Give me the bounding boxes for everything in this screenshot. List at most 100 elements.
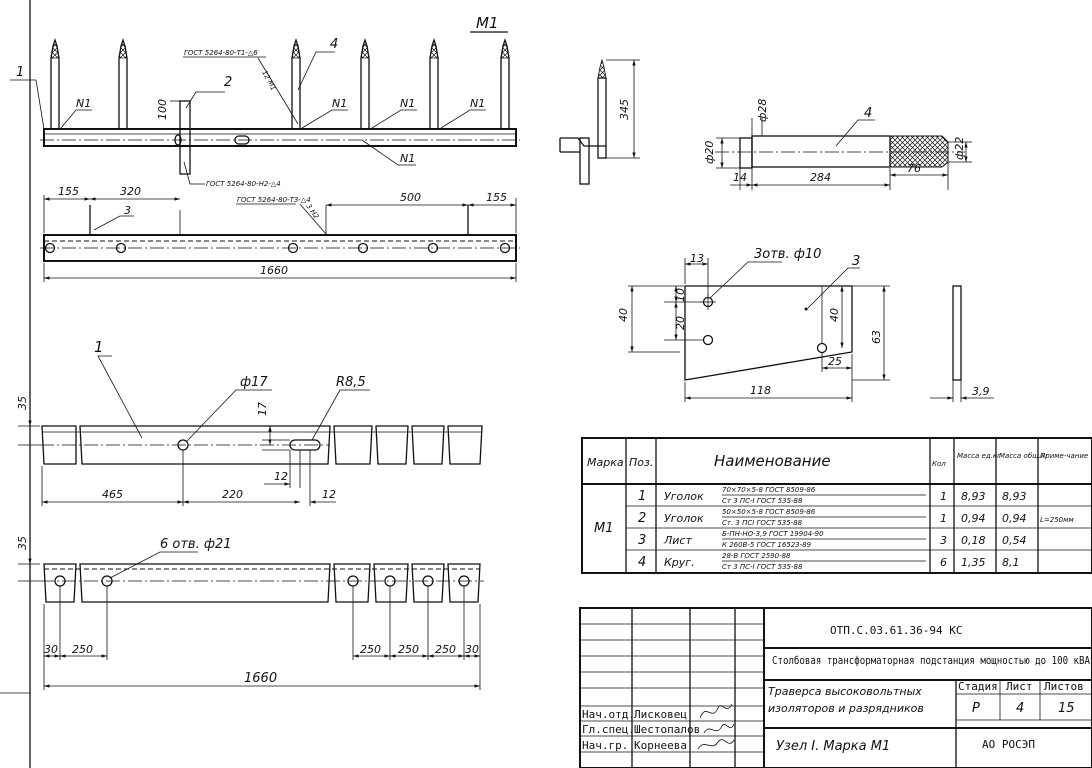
spec-row-name: Круг. [664,556,695,569]
spec-row-mass-total: 8,93 [1002,490,1027,503]
spec-header-mark: Марка [587,456,624,469]
rod-d28: ф28 [756,99,769,122]
spec-row-spec2: Ст 3 ПС-I ГОСТ 535-88 [722,563,803,571]
front-gost-bottom: ГОСТ 5264-80-Н2-△4 [206,180,281,188]
plan-d155b: 155 [486,191,507,204]
sheets-value: 15 [1058,701,1075,716]
spec-row-note: L=250мм [1040,516,1074,524]
spec-row-mass-total: 0,54 [1002,534,1027,547]
spec-row-spec2: Ст. 3 ПСI ГОСТ 535-88 [722,519,803,527]
node-label: Узел I. Марка М1 [776,739,890,754]
person-name: Шестопалов [634,723,700,736]
plate-pos3: 3 [852,254,860,269]
plate-d63: 63 [870,330,883,344]
front-n1d: N1 [470,97,485,110]
front-n1e: N1 [400,152,415,165]
plan-pos3: 3 [124,204,131,217]
spec-row: 4 Круг. 28-В ГОСТ 2590-88 Ст 3 ПС-I ГОСТ… [638,552,1020,571]
angle1-phi17: ф17 [240,375,268,390]
title-block: ОТП.С.03.61.36-94 КС Столбовая трансформ… [579,607,1092,768]
spec-row-mass-unit: 0,94 [961,512,986,525]
plan-holes [44,242,511,254]
angle2-detail: 6 отв. ф21 35 30 250 250 250 250 30 1660 [16,522,484,690]
angle1-d12b: 12 [322,488,336,501]
spec-row-qty: 1 [940,512,947,525]
spec-row-pos: 3 [638,533,646,548]
plate-d13: 13 [690,252,704,265]
angle2-d250a: 250 [72,643,93,656]
angle1-pos1: 1 [94,338,104,356]
signature-row: Нач.гр. Корнеева [582,739,687,752]
spec-row-mass-unit: 0,18 [961,534,986,547]
spec-row-mass-total: 8,1 [1002,556,1020,569]
org-name: АО РОСЭП [982,738,1035,751]
spec-row: 3 Лист Б-ПН-НО-3,9 ГОСТ 19904-90 К 260В-… [638,530,1027,549]
spec-row-spec1: Б-ПН-НО-3,9 ГОСТ 19904-90 [722,530,824,538]
sheet-label: Лист [1006,680,1033,693]
person-role: Нач.гр. [582,739,628,752]
person-name: Корнеева [634,739,687,752]
spec-row-name: Уголок [664,512,704,525]
rod-d76: 76 [907,162,921,175]
spec-header-name: Наименование [714,452,831,470]
spec-row-spec2: Ст 3 ПС-I ГОСТ 535-88 [722,497,803,505]
angle2-d30a: 30 [44,643,58,656]
rod-d14: 14 [733,171,747,184]
plate-d20: 20 [674,316,687,330]
spec-row-qty: 3 [940,534,947,547]
angle2-holes-label: 6 отв. ф21 [160,537,232,552]
front-dim-100: 100 [156,99,169,120]
spec-row: 2 Уголок 50×50×5-8 ГОСТ 8509-86 Ст. 3 ПС… [638,508,1074,527]
plate-detail: 3отв. ф10 3 13 10 20 40 40 63 25 118 [617,247,994,402]
front-view: 1 2 4 ГОСТ 5264-80-Т1-△6 12 М1 100 ГОСТ … [10,37,520,188]
spec-row-spec1: 50×50×5-8 ГОСТ 8509-86 [722,508,816,516]
spec-row-mass-unit: 8,93 [961,490,986,503]
side-d345: 345 [618,99,631,120]
plan-gost: ГОСТ 5264-80-Т3-△4 [237,196,311,204]
spec-header-mass-total: Масса общ.кг [999,452,1049,460]
spec-row-spec1: 70×70×5-8 ГОСТ 8509-86 [722,486,816,494]
rod-d284: 284 [810,171,831,184]
spec-header-pos: Поз. [629,456,653,469]
spec-row-qty: 6 [940,556,947,569]
front-pos1: 1 [16,65,24,80]
angle1-body [79,425,331,465]
rod-detail: 4 ф28 ф20 ф22 14 284 76 [703,99,972,190]
doc-code: ОТП.С.03.61.36-94 КС [830,624,962,637]
plan-d1660: 1660 [260,264,288,277]
front-n1b: N1 [332,97,347,110]
spec-row: 1 Уголок 70×70×5-8 ГОСТ 8509-86 Ст 3 ПС-… [638,486,1027,505]
plan-d155a: 155 [58,185,79,198]
plate-holes: 3отв. ф10 [754,247,821,262]
spec-row-qty: 1 [940,490,947,503]
spec-row-name: Лист [663,534,692,547]
spec-row-pos: 2 [638,511,646,526]
sheet-mark: М1 [470,14,508,33]
person-role: Нач.отд. [582,708,635,721]
angle2-d1660: 1660 [244,671,277,686]
sheets-label: Листов [1044,680,1084,693]
angle1-r85: R8,5 [336,375,366,390]
person-role: Гл.спец. [582,723,635,736]
bracket-pos2 [179,100,191,175]
spec-table: Марка Поз. Наименование Кол Масса ед.кг … [581,437,1092,574]
spec-mark-value: М1 [594,521,614,536]
spec-row-pos: 1 [638,489,646,504]
angle1-d12a: 12 [274,470,288,483]
spec-row-spec2: К 260В-5 ГОСТ 16523-89 [722,541,812,549]
spec-row-mass-total: 0,94 [1002,512,1027,525]
angle1-d465: 465 [102,488,123,501]
item-line2: изоляторов и разрядников [768,702,924,715]
stage-value: Р [972,701,980,716]
signature-row: Гл.спец. Шестопалов [582,723,700,736]
spec-header-note: Приме-чание [1040,452,1088,460]
angle2-d250b: 250 [360,643,381,656]
front-beam [43,128,517,147]
signature-row: Нач.отд. Лисковец [582,708,687,721]
spec-row-mass-unit: 1,35 [961,556,986,569]
insulator-rods [50,37,510,130]
front-weld-12: 12 М1 [260,69,277,92]
side-view: 345 [559,58,640,185]
signatures [697,703,735,750]
plate-d118: 118 [750,384,771,397]
